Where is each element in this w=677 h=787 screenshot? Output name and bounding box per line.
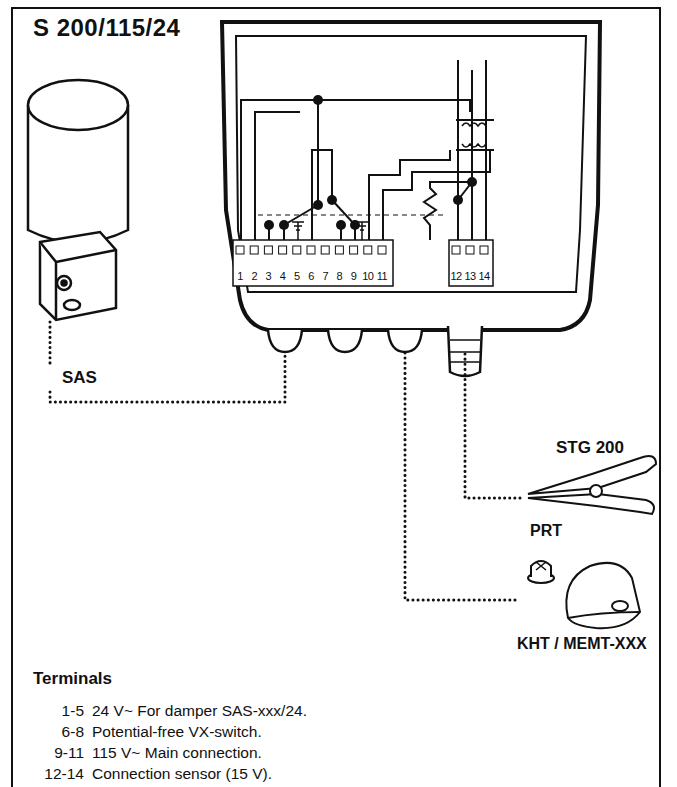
terminal-number: 8 xyxy=(331,270,347,282)
room-sensor xyxy=(566,563,640,628)
controller-housing: 1234567891011121314 xyxy=(218,18,604,352)
dotted-cable xyxy=(465,352,520,498)
terminal-number: 13 xyxy=(462,270,478,282)
terminal-number: 10 xyxy=(360,270,376,282)
terminal-description: 115 V~ Main connection. xyxy=(92,744,262,762)
terminal-number: 9 xyxy=(346,270,362,282)
terminal-range: 6-8 xyxy=(24,723,84,741)
ground-symbol xyxy=(292,222,368,240)
junction-dots xyxy=(264,95,477,230)
terminal-number: 3 xyxy=(260,270,276,282)
clamp-sensor-node: STG 200 xyxy=(520,438,660,518)
damper-actuator xyxy=(28,80,128,320)
terminal-range: 1-5 xyxy=(24,702,84,720)
terminal-number: 1 xyxy=(232,270,248,282)
terminal-description: Connection sensor (15 V). xyxy=(92,765,272,783)
terminal-strip xyxy=(449,240,493,286)
terminal-strip xyxy=(233,240,393,286)
section-heading: Terminals xyxy=(33,670,112,688)
terminal-number: 7 xyxy=(317,270,333,282)
terminal-screws xyxy=(236,246,488,254)
terminal-range: 12-14 xyxy=(24,765,84,783)
damper-node: SAS xyxy=(44,366,101,392)
dotted-lead xyxy=(49,322,52,364)
circuit-wiring xyxy=(241,60,494,240)
page-frame xyxy=(12,8,660,787)
dotted-cable xyxy=(405,352,515,600)
terminal-range: 9-11 xyxy=(24,744,84,762)
diagram-title: S 200/115/24 xyxy=(33,14,180,42)
part-label: SAS xyxy=(44,366,101,392)
terminal-number: 4 xyxy=(275,270,291,282)
prt-sensor xyxy=(528,561,554,583)
relay-link xyxy=(258,214,444,215)
terminal-description: 24 V~ For damper SAS-xxx/24. xyxy=(92,702,307,720)
part-label: STG 200 xyxy=(556,438,624,458)
clamp-sensor xyxy=(528,456,656,514)
terminal-number: 6 xyxy=(303,270,319,282)
part-label: KHT / MEMT-XXX xyxy=(517,635,647,653)
transformer-symbol xyxy=(462,123,486,147)
terminal-number: 5 xyxy=(289,270,305,282)
cable-gland xyxy=(268,326,482,376)
terminal-number: 2 xyxy=(246,270,262,282)
terminal-description: Potential-free VX-switch. xyxy=(92,723,262,741)
housing-outline xyxy=(222,22,600,330)
terminal-number: 11 xyxy=(374,270,390,282)
terminal-number: 12 xyxy=(448,270,464,282)
part-label: PRT xyxy=(530,522,562,540)
terminal-number: 14 xyxy=(476,270,492,282)
room-sensor-node: KHT / MEMT-XXX xyxy=(515,555,655,660)
